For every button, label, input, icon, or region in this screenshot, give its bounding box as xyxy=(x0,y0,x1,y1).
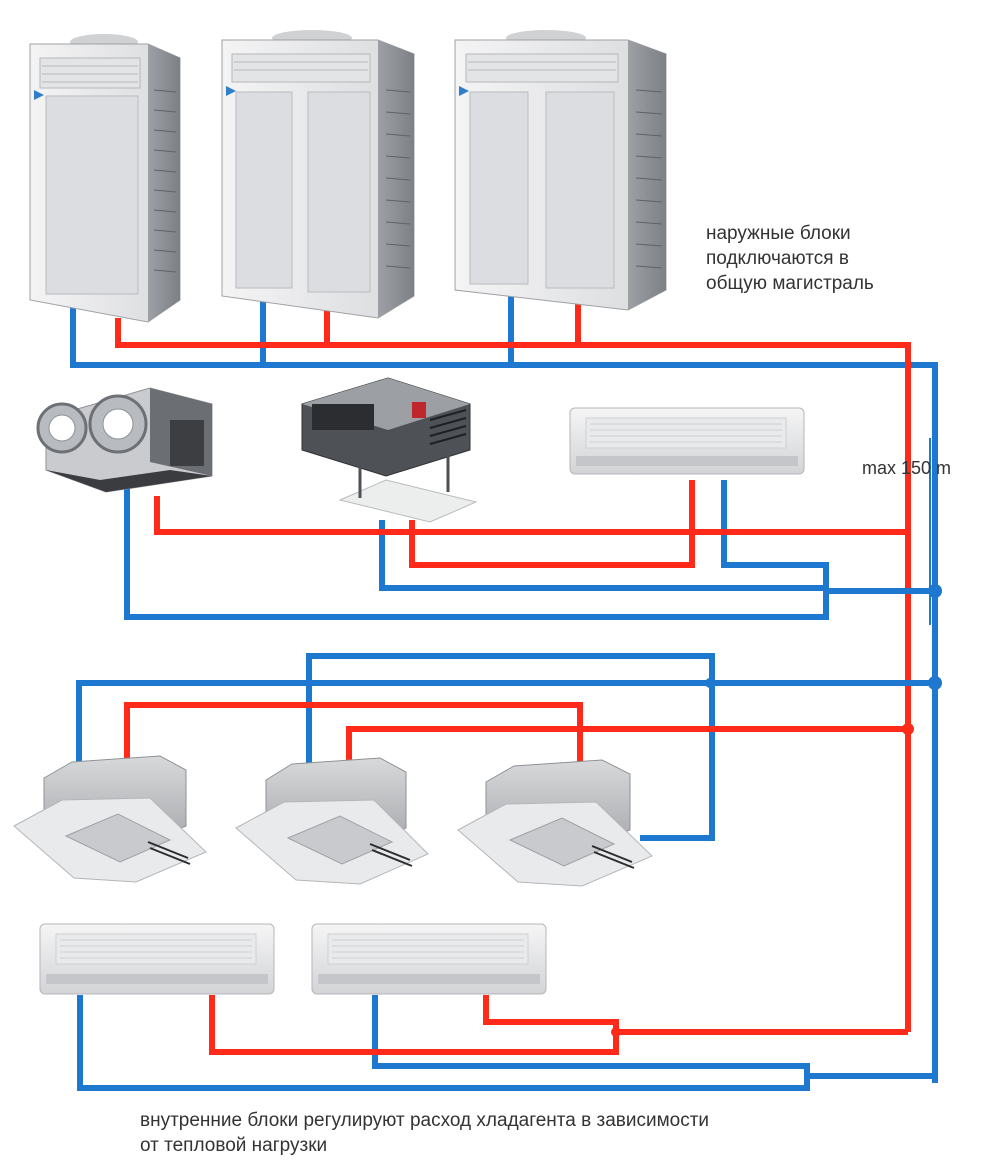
joint-gas-3 xyxy=(705,678,715,688)
outdoor-gas-main xyxy=(70,293,938,1083)
wall-unit-top xyxy=(569,407,805,475)
cassette-unit-3 xyxy=(457,759,653,887)
heat-recovery-ventilation-unit xyxy=(36,387,213,493)
upper-group-gas xyxy=(124,480,935,620)
wall-unit-bottom-2 xyxy=(311,923,547,995)
bottom-group-liquid xyxy=(209,995,908,1055)
outdoor-note-line-1: наружные блоки xyxy=(706,223,851,244)
joint-gas-2 xyxy=(928,676,942,690)
outdoor-units-note: наружные блоки подключаются в общую маги… xyxy=(706,221,874,296)
indoor-note-line-1: внутренние блоки регулируют расход хлада… xyxy=(140,1110,710,1131)
outdoor-unit-1 xyxy=(29,34,181,323)
outdoor-unit-2 xyxy=(221,30,415,319)
outdoor-note-line-3: общую магистраль xyxy=(706,273,874,294)
brand-logo-icon xyxy=(226,86,236,96)
cassette-unit-2 xyxy=(235,757,429,885)
wall-unit-bottom-1 xyxy=(39,923,275,995)
ducted-unit xyxy=(301,377,478,523)
brand-logo-icon xyxy=(459,86,469,96)
outdoor-note-line-2: подключаются в xyxy=(706,248,849,269)
brand-logo-icon xyxy=(34,90,44,100)
max-length-label: max 150 m xyxy=(862,458,952,478)
indoor-units-note: внутренние блоки регулируют расход хлада… xyxy=(140,1108,709,1158)
cassette-unit-1 xyxy=(13,755,207,883)
cassette-group-gas xyxy=(76,653,935,841)
joint-liquid-1 xyxy=(902,723,914,735)
joint-gas-1 xyxy=(928,584,942,598)
upper-group-liquid xyxy=(154,480,908,568)
bottom-group-gas xyxy=(77,995,935,1091)
outdoor-unit-3 xyxy=(454,30,667,311)
indoor-note-line-2: от тепловой нагрузки xyxy=(140,1135,328,1156)
joint-liquid-2 xyxy=(611,1027,621,1037)
